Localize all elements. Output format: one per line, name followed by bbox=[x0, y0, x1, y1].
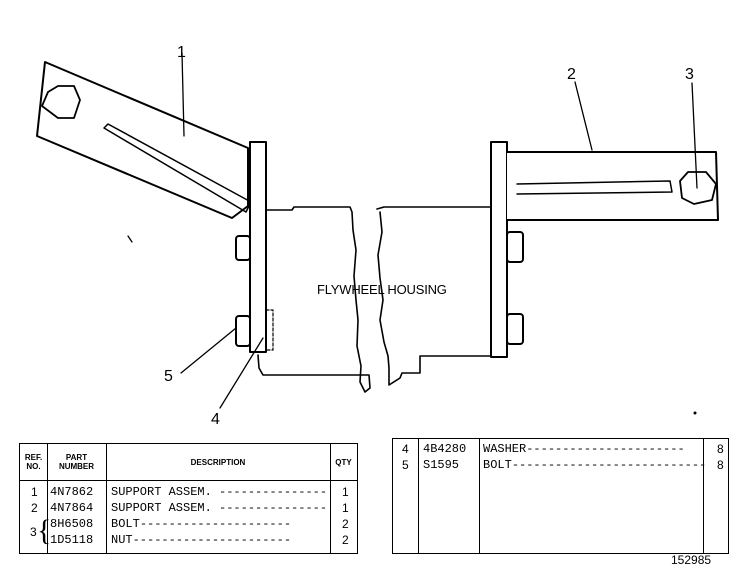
header-qty: QTY bbox=[335, 458, 352, 467]
row-1-qty: 1 bbox=[342, 485, 349, 499]
row-3-qty: 2 bbox=[342, 517, 349, 531]
row-5-desc-text: WASHER bbox=[483, 442, 527, 456]
row-1-desc-text: SUPPORT ASSEM. bbox=[111, 485, 212, 499]
row-5-qty: 8 bbox=[717, 442, 724, 456]
parts-table-left: REF. NO. PART NUMBER DESCRIPTION QTY 1 4… bbox=[19, 443, 358, 554]
row-5-part: 4B4280 bbox=[423, 442, 467, 456]
speck-mark bbox=[693, 411, 697, 415]
leader-5 bbox=[180, 327, 237, 374]
row-2-desc-text: SUPPORT ASSEM. bbox=[111, 501, 212, 515]
left-bolt-upper bbox=[235, 235, 251, 261]
mark-tick bbox=[127, 235, 133, 243]
row-5-desc: WASHER---------------------- bbox=[483, 442, 685, 456]
callout-3: 3 bbox=[685, 66, 694, 83]
housing-label: FLYWHEEL HOUSING bbox=[317, 282, 447, 297]
row-1-part: 4N7862 bbox=[50, 485, 94, 499]
row-3-part: 8H6508 bbox=[50, 517, 94, 531]
row-6-part: S1595 bbox=[423, 458, 460, 472]
row-4-qty: 2 bbox=[342, 533, 349, 547]
header-ref-no: REF. NO. bbox=[20, 453, 47, 471]
right-plate bbox=[490, 141, 508, 358]
row-6-ref: 5 bbox=[402, 458, 409, 472]
leader-3 bbox=[691, 82, 698, 189]
left-support-arm bbox=[36, 61, 249, 219]
housing-right-half bbox=[376, 206, 494, 386]
left-bolt-lower bbox=[235, 315, 251, 347]
parts-table-right: 4 4B4280 WASHER---------------------- 8 … bbox=[392, 438, 729, 554]
left-washer bbox=[265, 309, 274, 351]
right-bolt-lower bbox=[506, 313, 524, 345]
drawing-number: 152985 bbox=[671, 553, 712, 567]
row-1-ref: 1 bbox=[31, 485, 38, 499]
right-bolt-upper bbox=[506, 231, 524, 263]
row-2-qty: 1 bbox=[342, 501, 349, 515]
housing-left-half bbox=[257, 206, 371, 393]
row-4-desc: NUT---------------------- bbox=[111, 533, 292, 547]
row-6-qty: 8 bbox=[717, 458, 724, 472]
row-1-desc: SUPPORT ASSEM. --------------- bbox=[111, 485, 328, 499]
row-2-part: 4N7864 bbox=[50, 501, 94, 515]
col-divider bbox=[418, 439, 419, 553]
col-divider bbox=[47, 444, 48, 553]
right-arm-slot bbox=[516, 180, 673, 195]
group-ref: 3 bbox=[30, 525, 37, 539]
callout-4: 4 bbox=[211, 411, 220, 428]
callout-2: 2 bbox=[567, 66, 576, 83]
left-plate bbox=[249, 141, 267, 353]
leader-4 bbox=[219, 337, 264, 409]
row-4-desc-text: NUT bbox=[111, 533, 133, 547]
header-description: DESCRIPTION bbox=[190, 458, 246, 467]
header-divider bbox=[20, 480, 357, 481]
callout-1: 1 bbox=[177, 44, 186, 61]
row-6-desc-text: BOLT bbox=[483, 458, 512, 472]
row-6-desc: BOLT--------------------------- bbox=[483, 458, 707, 472]
callout-5: 5 bbox=[164, 368, 173, 385]
right-arm-hex-head bbox=[679, 171, 717, 205]
col-divider bbox=[330, 444, 331, 553]
row-4-part: 1D5118 bbox=[50, 533, 94, 547]
row-2-desc: SUPPORT ASSEM. --------------- bbox=[111, 501, 328, 515]
col-divider bbox=[479, 439, 480, 553]
right-support-arm bbox=[506, 151, 719, 221]
col-divider bbox=[106, 444, 107, 553]
group-brace: { bbox=[37, 514, 52, 547]
left-arm-hex-head bbox=[41, 85, 81, 119]
row-5-ref: 4 bbox=[402, 442, 409, 456]
header-part-line2: NUMBER bbox=[58, 462, 95, 471]
header-ref-line2: NO. bbox=[26, 462, 41, 471]
leader-2 bbox=[574, 81, 593, 151]
row-3-desc: BOLT--------------------- bbox=[111, 517, 292, 531]
row-2-ref: 2 bbox=[31, 501, 38, 515]
leader-1 bbox=[181, 52, 185, 137]
header-part-number: PART NUMBER bbox=[47, 453, 106, 471]
header-ref-line1: REF. bbox=[24, 453, 43, 462]
exploded-view-drawing bbox=[36, 52, 719, 415]
header-part-line1: PART bbox=[65, 453, 88, 462]
row-3-desc-text: BOLT bbox=[111, 517, 140, 531]
col-divider bbox=[703, 439, 704, 553]
